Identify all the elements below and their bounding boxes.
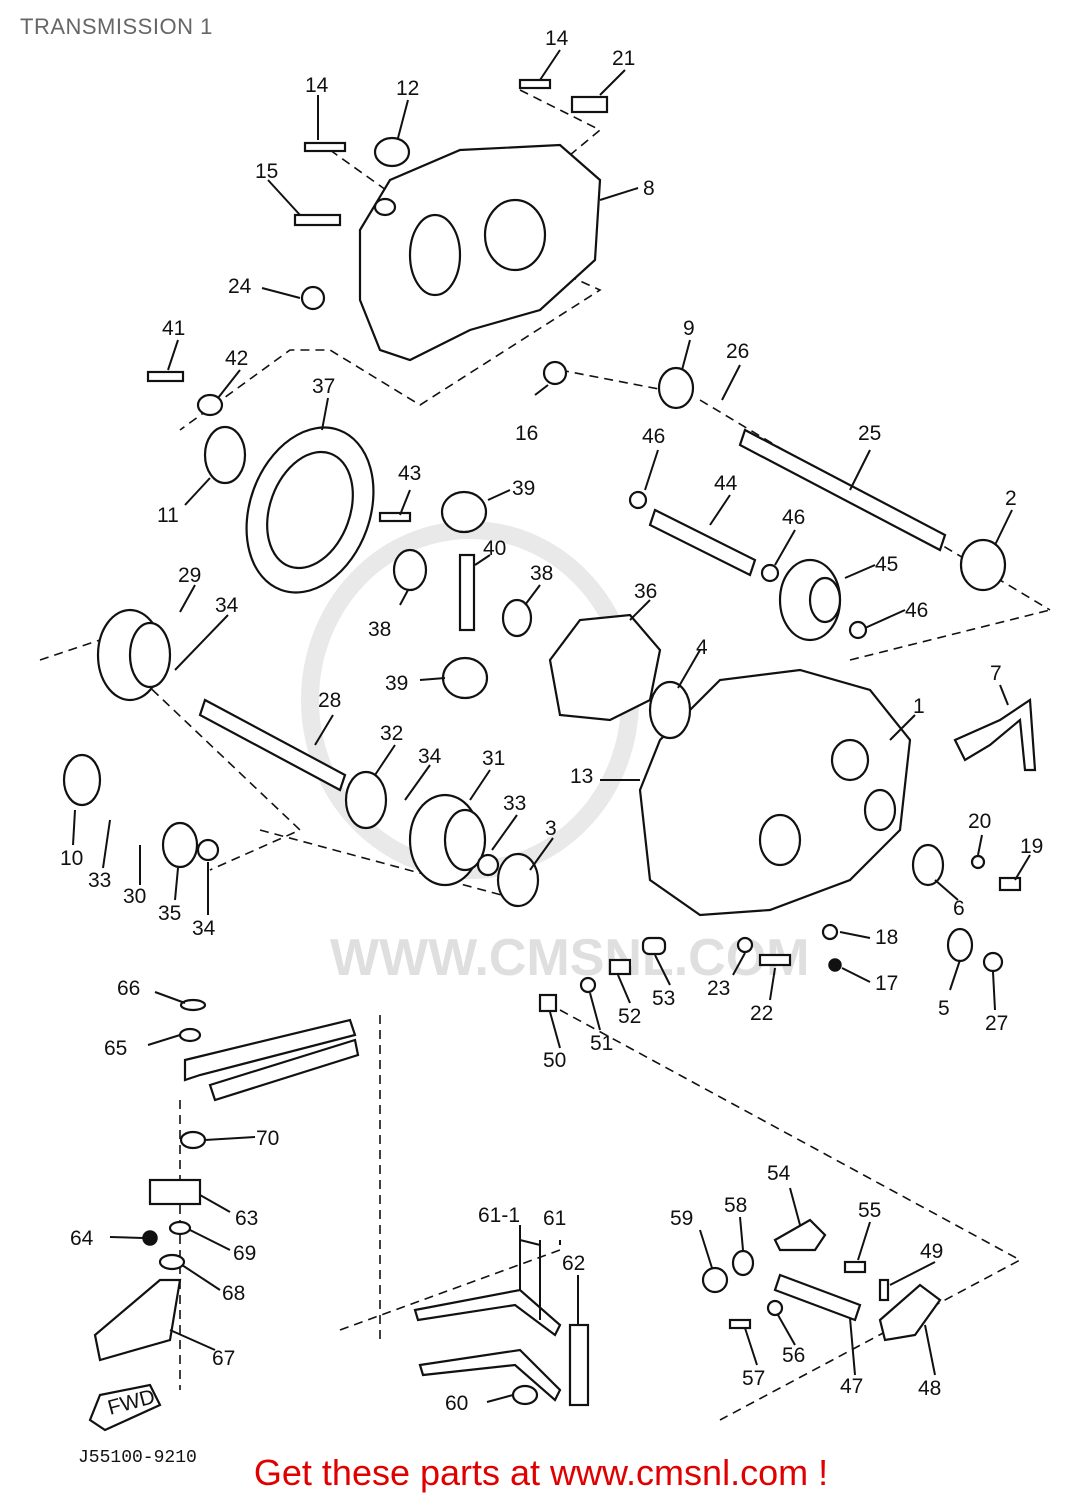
part-label: 47 [840, 1375, 863, 1398]
part-label: 54 [767, 1162, 791, 1185]
part-label: 9 [683, 317, 695, 340]
part-label: 32 [380, 722, 403, 745]
fasteners [93, 78, 1037, 1407]
assembly-lines [39, 89, 1051, 1421]
part-label: 30 [123, 885, 146, 908]
part-label: 29 [178, 564, 201, 587]
differential-case-36 [548, 613, 692, 740]
part-label: 4 [696, 636, 708, 659]
leader-lines [72, 49, 1031, 1403]
part-label: 48 [918, 1377, 941, 1400]
part-label: 56 [782, 1344, 805, 1367]
part-label: 27 [985, 1012, 1008, 1035]
part-label: 69 [233, 1242, 256, 1265]
part-label: 18 [875, 926, 898, 949]
part-label: 46 [642, 425, 665, 448]
part-label: 34 [215, 594, 239, 617]
part-label: 36 [634, 580, 657, 603]
part-label: 64 [70, 1227, 94, 1250]
part-label: 11 [157, 504, 179, 527]
part-label: 46 [905, 599, 928, 622]
part-label: 70 [256, 1127, 279, 1150]
part-label: 40 [483, 537, 506, 560]
gear-45 [778, 558, 842, 642]
part-label: 39 [385, 672, 408, 695]
part-label: 55 [858, 1199, 881, 1222]
part-label: 17 [875, 972, 898, 995]
part-label: 57 [742, 1367, 765, 1390]
shafts [198, 428, 947, 792]
fwd-arrow-icon: FWD [88, 1383, 162, 1432]
part-label: 53 [652, 987, 675, 1010]
part-label: 34 [418, 745, 442, 768]
part-label: 58 [724, 1194, 747, 1217]
drawing-code: J55100-9210 [78, 1448, 197, 1468]
part-label: 44 [714, 472, 738, 495]
part-label: 38 [368, 618, 391, 641]
gear-case-cover [358, 143, 602, 362]
page-title: TRANSMISSION 1 [20, 14, 213, 39]
part-label: 66 [117, 977, 140, 1000]
part-label: 50 [543, 1049, 566, 1072]
part-label: 67 [212, 1347, 235, 1370]
part-label: 26 [726, 340, 749, 363]
part-label: 13 [570, 765, 593, 788]
part-label: 14 [305, 74, 329, 97]
part-label: 62 [562, 1252, 585, 1275]
part-label: 37 [312, 375, 335, 398]
part-label: 38 [530, 562, 553, 585]
bearings [62, 136, 1007, 963]
part-label: 1 [913, 695, 925, 718]
watermark-text: WWW.CMSNL.COM [330, 929, 809, 987]
part-label: 28 [318, 689, 341, 712]
part-label: 21 [612, 47, 635, 70]
part-label: 41 [162, 317, 185, 340]
part-label: 52 [618, 1005, 641, 1028]
part-label: 7 [990, 662, 1002, 685]
transmission-case [638, 668, 912, 917]
part-label: 14 [545, 27, 569, 50]
part-label: 12 [396, 77, 419, 100]
part-label: 42 [225, 347, 248, 370]
gear-31 [408, 793, 487, 887]
part-label: 8 [643, 177, 655, 200]
part-label: 61 [543, 1207, 566, 1230]
part-label: 22 [750, 1002, 773, 1025]
part-label: 49 [920, 1240, 943, 1263]
part-label: 45 [875, 553, 898, 576]
part-label: 31 [482, 747, 505, 770]
part-label: 61-1 [478, 1204, 520, 1227]
gear-37 [245, 426, 375, 594]
part-label: 65 [104, 1037, 127, 1060]
part-label: 34 [192, 917, 216, 940]
part-label: 6 [953, 897, 965, 920]
part-label: 68 [222, 1282, 245, 1305]
part-label: 2 [1005, 487, 1017, 510]
part-label: 10 [60, 847, 83, 870]
part-label: 35 [158, 902, 181, 925]
part-label: 19 [1020, 835, 1043, 858]
part-label: 5 [938, 997, 950, 1020]
part-label: 60 [445, 1392, 468, 1415]
call-to-action-link[interactable]: Get these parts at www.cmsnl.com ! [253, 1452, 829, 1493]
part-number-labels: 14 21 14 12 8 15 24 41 42 37 9 26 16 25 … [60, 27, 1043, 1415]
part-label: 33 [503, 792, 526, 815]
part-label: 63 [235, 1207, 258, 1230]
part-label: 46 [782, 506, 805, 529]
part-label: 43 [398, 462, 421, 485]
part-label: 23 [707, 977, 730, 1000]
part-label: 59 [670, 1207, 693, 1230]
part-label: 15 [255, 160, 278, 183]
part-label: 51 [590, 1032, 613, 1055]
part-label: 3 [545, 817, 557, 840]
part-label: 20 [968, 810, 991, 833]
part-label: 25 [858, 422, 881, 445]
part-label: 24 [228, 275, 252, 298]
part-label: 16 [515, 422, 538, 445]
gear-29 [96, 608, 172, 702]
part-label: 33 [88, 869, 111, 892]
part-label: 39 [512, 477, 535, 500]
